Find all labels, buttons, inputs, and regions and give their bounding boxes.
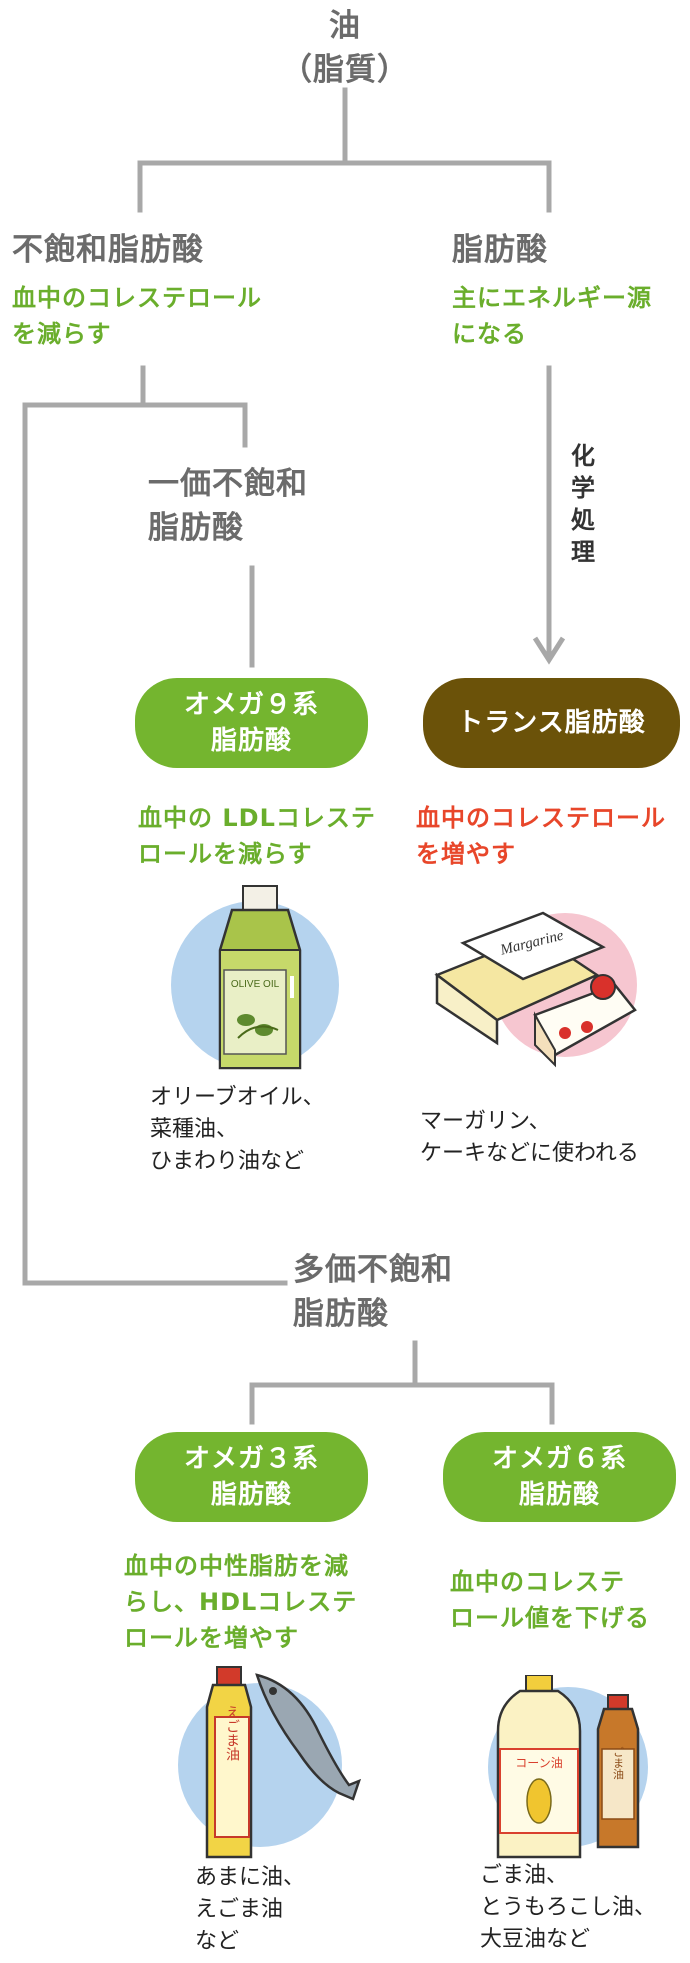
mono-title-line: 一価不飽和 xyxy=(148,466,308,502)
chemical-process-char: 処 xyxy=(571,506,595,534)
omega6-caption-line: ごま油、 xyxy=(480,1863,569,1888)
omega6-desc-line: ロール値を下げる xyxy=(450,1604,650,1632)
bottle-label xyxy=(214,1716,250,1838)
trans-caption-line: マーガリン、 xyxy=(420,1109,551,1134)
trans-desc-line: を増やす xyxy=(416,840,516,868)
omega9-caption-line: ひまわり油など xyxy=(150,1149,305,1174)
omega9-desc: 血中の LDLコレステ ロールを減らす xyxy=(138,800,376,872)
strawberry-icon xyxy=(581,1021,593,1033)
unsaturated-node: 不飽和脂肪酸 血中のコレステロール を減らす xyxy=(12,228,262,352)
saturated-desc-line: になる xyxy=(452,320,527,348)
bottle-label-text: OLIVE OIL xyxy=(231,979,280,990)
fish-eye xyxy=(269,1687,277,1695)
chemical-process-char: 理 xyxy=(571,538,595,566)
bottle-cap xyxy=(525,1675,553,1692)
unsaturated-desc-line: を減らす xyxy=(12,320,112,348)
omega3-caption-line: えごま油 xyxy=(195,1897,284,1922)
strawberry-icon xyxy=(590,974,616,1000)
omega9-caption: オリーブオイル、 菜種油、 ひまわり油など xyxy=(150,1082,325,1178)
omega3-desc-line: 血中の中性脂肪を減 xyxy=(124,1552,349,1580)
omega3-pill: オメガ３系 脂肪酸 xyxy=(135,1432,368,1522)
olive-branch xyxy=(237,1025,279,1039)
omega6-caption-line: とうもろこし油、 xyxy=(480,1895,657,1920)
poly-node: 多価不飽和 脂肪酸 xyxy=(293,1248,453,1336)
strawberry-icon xyxy=(559,1027,571,1039)
omega9-label: 脂肪酸 xyxy=(210,726,292,756)
omega6-desc-line: 血中のコレステ xyxy=(450,1568,625,1596)
saturated-desc: 主にエネルギー源 になる xyxy=(452,280,652,352)
fish-icon xyxy=(255,1673,362,1801)
bottle-cap xyxy=(216,1666,242,1686)
corn-icon xyxy=(526,1778,552,1824)
mono-node: 一価不飽和 脂肪酸 xyxy=(148,462,308,550)
omega9-desc-line: 血中の LDLコレステ xyxy=(138,804,376,832)
trans-desc-line: 血中のコレステロール xyxy=(416,804,666,832)
omega9-label: オメガ９系 xyxy=(183,690,319,720)
bottle-label xyxy=(223,969,287,1055)
bottle-label-text: えごま油 xyxy=(224,1705,240,1761)
corn-oil-label-text: コーン油 xyxy=(515,1756,562,1770)
omega3-label: オメガ３系 xyxy=(183,1444,319,1474)
omega3-desc: 血中の中性脂肪を減 らし、HDLコレステ ロールを増やす xyxy=(124,1548,357,1656)
olive-oil-illustration: OLIVE OIL xyxy=(171,885,339,1070)
root-node: 油 （脂質） xyxy=(245,4,445,92)
omega6-pill: オメガ６系 脂肪酸 xyxy=(443,1432,676,1522)
omega9-caption-line: 菜種油、 xyxy=(150,1117,239,1142)
mono-title-line: 脂肪酸 xyxy=(148,510,244,546)
bottle-shine xyxy=(290,976,294,998)
omega6-caption: ごま油、 とうもろこし油、 大豆油など xyxy=(480,1860,656,1956)
trans-pill: トランス脂肪酸 xyxy=(423,678,680,768)
corn-sesame-illustration: コーン油 ごま油 xyxy=(488,1675,648,1859)
trans-desc: 血中のコレステロール を増やす xyxy=(416,800,666,872)
bottle-cap xyxy=(607,1694,629,1710)
unsaturated-title: 不飽和脂肪酸 xyxy=(12,232,204,268)
omega3-desc-line: ロールを増やす xyxy=(124,1624,299,1652)
unsaturated-desc: 血中のコレステロール を減らす xyxy=(12,280,262,352)
margarine-tub-side xyxy=(435,972,499,1046)
omega3-desc-line: らし、HDLコレステ xyxy=(124,1588,358,1616)
omega3-label: 脂肪酸 xyxy=(210,1480,292,1510)
omega3-caption: あまに油、 えごま油 など xyxy=(195,1862,305,1958)
omega6-label: 脂肪酸 xyxy=(518,1480,600,1510)
omega9-desc-line: ロールを減らす xyxy=(138,840,313,868)
root-subtitle: （脂質） xyxy=(281,52,409,88)
omega9-caption-line: オリーブオイル、 xyxy=(150,1085,325,1110)
omega6-desc: 血中のコレステ ロール値を下げる xyxy=(450,1564,650,1636)
omega3-caption-line: など xyxy=(195,1929,240,1954)
olive-icon xyxy=(237,1014,255,1026)
poly-title-line: 脂肪酸 xyxy=(293,1296,389,1332)
omega3-caption-line: あまに油、 xyxy=(195,1865,306,1890)
margarine-cake-illustration: Margarine xyxy=(434,911,637,1068)
root-title: 油 xyxy=(329,8,361,44)
omega6-label: オメガ６系 xyxy=(491,1444,627,1474)
sesame-oil-label-text: ごま油 xyxy=(612,1746,625,1779)
saturated-desc-line: 主にエネルギー源 xyxy=(452,284,652,312)
bottle-cap xyxy=(242,885,278,911)
trans-caption: マーガリン、 ケーキなどに使われる xyxy=(420,1106,639,1170)
egoma-fish-illustration: えごま油 xyxy=(178,1666,362,1859)
saturated-title: 脂肪酸 xyxy=(452,232,548,268)
chemical-process-char: 化 xyxy=(571,442,595,470)
trans-label: トランス脂肪酸 xyxy=(457,708,646,738)
margarine-lid xyxy=(460,911,606,981)
chemical-process-char: 学 xyxy=(571,474,595,502)
unsaturated-desc-line: 血中のコレステロール xyxy=(12,284,262,312)
saturated-node: 脂肪酸 主にエネルギー源 になる xyxy=(452,228,652,352)
sesame-oil-label xyxy=(601,1748,635,1820)
cake-side xyxy=(534,1011,556,1068)
arrow-head xyxy=(532,636,566,665)
trans-caption-line: ケーキなどに使われる xyxy=(420,1141,639,1166)
poly-title-line: 多価不飽和 xyxy=(293,1252,453,1288)
omega6-caption-line: 大豆油など xyxy=(480,1927,591,1952)
chemical-process-label: 化 学 処 理 xyxy=(568,440,598,568)
omega9-pill: オメガ９系 脂肪酸 xyxy=(135,678,368,768)
